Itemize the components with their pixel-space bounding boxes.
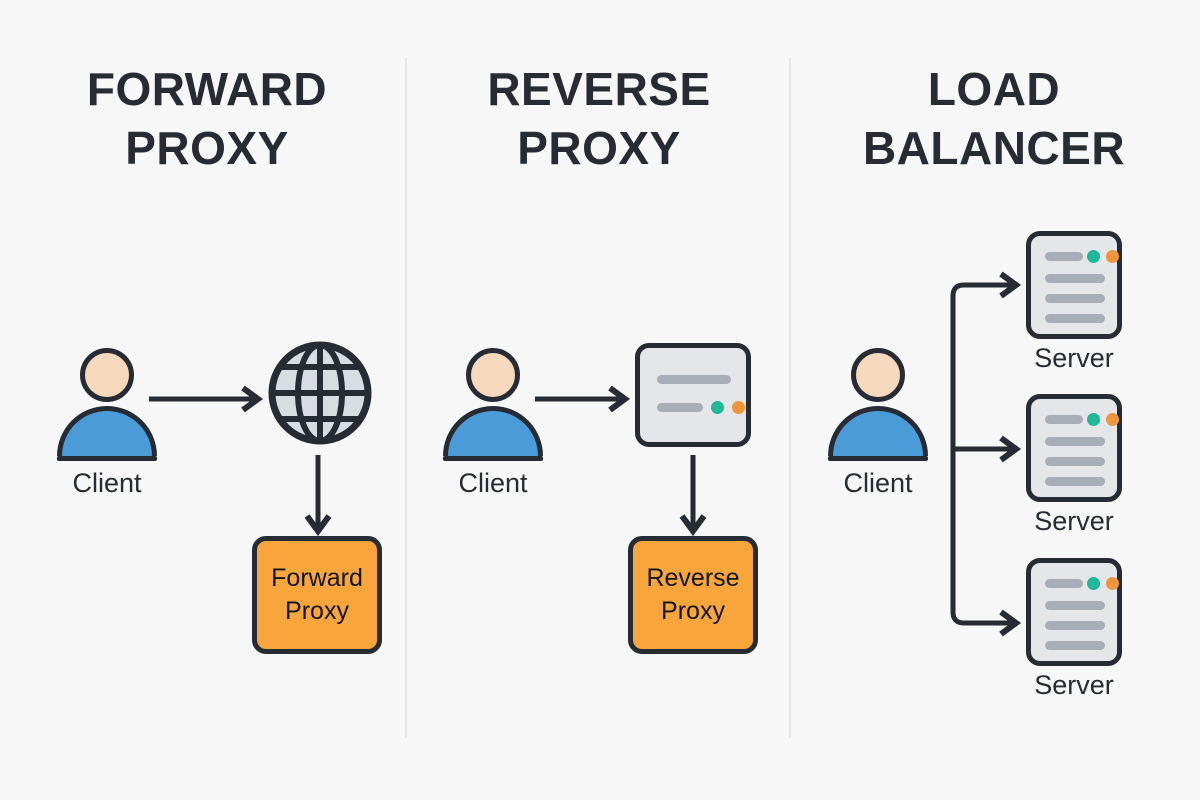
server-bar — [1045, 252, 1083, 261]
status-dot-teal-icon — [711, 401, 724, 414]
panel-divider-1 — [405, 58, 407, 738]
arrowhead-to-server-2 — [999, 435, 1022, 463]
client-body-icon — [828, 406, 928, 461]
reverse-proxy-box[interactable]: Reverse Proxy — [628, 536, 758, 654]
server-bar — [1045, 621, 1105, 630]
arrow-reverse-node-to-reverse-proxy — [679, 455, 707, 537]
status-dot-orange-icon — [1106, 250, 1119, 263]
server-bar — [1045, 415, 1083, 424]
title-line-1: LOAD — [927, 63, 1061, 115]
server-bar — [1045, 274, 1105, 283]
forward-proxy-label-line-2: Proxy — [285, 597, 349, 625]
server-bar — [1045, 457, 1105, 466]
panel-divider-2 — [789, 58, 791, 738]
status-dot-teal-icon — [1087, 577, 1100, 590]
server-node-icon — [635, 343, 751, 447]
reverse-proxy-label-line-2: Proxy — [661, 597, 725, 625]
client-label: Client — [458, 468, 528, 498]
server-bar — [1045, 579, 1083, 588]
arrow-client-to-reverse-node — [535, 385, 631, 413]
title-line-1: FORWARD — [86, 63, 328, 115]
client-label: Client — [72, 468, 142, 498]
title-line-2: BALANCER — [862, 121, 1126, 174]
arrow-client-to-servers-trunk — [950, 282, 1013, 626]
client-body-icon — [443, 406, 543, 461]
server-bar — [1045, 641, 1105, 650]
server-label-3: Server — [1034, 670, 1114, 700]
server-label-1: Server — [1034, 343, 1114, 373]
node-bar — [657, 403, 703, 412]
forward-proxy-box[interactable]: Forward Proxy — [252, 536, 382, 654]
server-label-2: Server — [1034, 506, 1114, 536]
title-line-1: REVERSE — [487, 63, 711, 115]
reverse-proxy-label-line-1: Reverse — [646, 564, 740, 592]
server-icon-1 — [1026, 231, 1122, 339]
status-dot-orange-icon — [1106, 577, 1119, 590]
server-bar — [1045, 294, 1105, 303]
status-dot-teal-icon — [1087, 250, 1100, 263]
arrowhead-to-server-1 — [999, 271, 1022, 299]
arrowhead-to-server-3 — [999, 609, 1022, 637]
server-bar — [1045, 601, 1105, 610]
globe-icon — [268, 341, 372, 445]
arrow-client-to-internet — [149, 385, 264, 413]
client-head-icon — [80, 348, 134, 402]
node-bar — [657, 375, 731, 384]
server-bar — [1045, 477, 1105, 486]
panel-title-load-balancer: LOAD BALANCER — [795, 60, 1193, 178]
client-head-icon — [851, 348, 905, 402]
arrow-internet-to-forward-proxy — [304, 455, 332, 537]
server-bar — [1045, 437, 1105, 446]
status-dot-orange-icon — [1106, 413, 1119, 426]
client-label: Client — [843, 468, 913, 498]
status-dot-teal-icon — [1087, 413, 1100, 426]
client-body-icon — [57, 406, 157, 461]
status-dot-orange-icon — [732, 401, 745, 414]
server-icon-2 — [1026, 394, 1122, 502]
title-line-2: PROXY — [517, 121, 681, 174]
forward-proxy-label-line-1: Forward — [271, 564, 363, 592]
client-head-icon — [466, 348, 520, 402]
panel-title-forward-proxy: FORWARD PROXY — [12, 60, 402, 178]
server-icon-3 — [1026, 558, 1122, 666]
panel-title-reverse-proxy: REVERSE PROXY — [410, 60, 788, 178]
title-line-2: PROXY — [125, 121, 289, 174]
server-bar — [1045, 314, 1105, 323]
